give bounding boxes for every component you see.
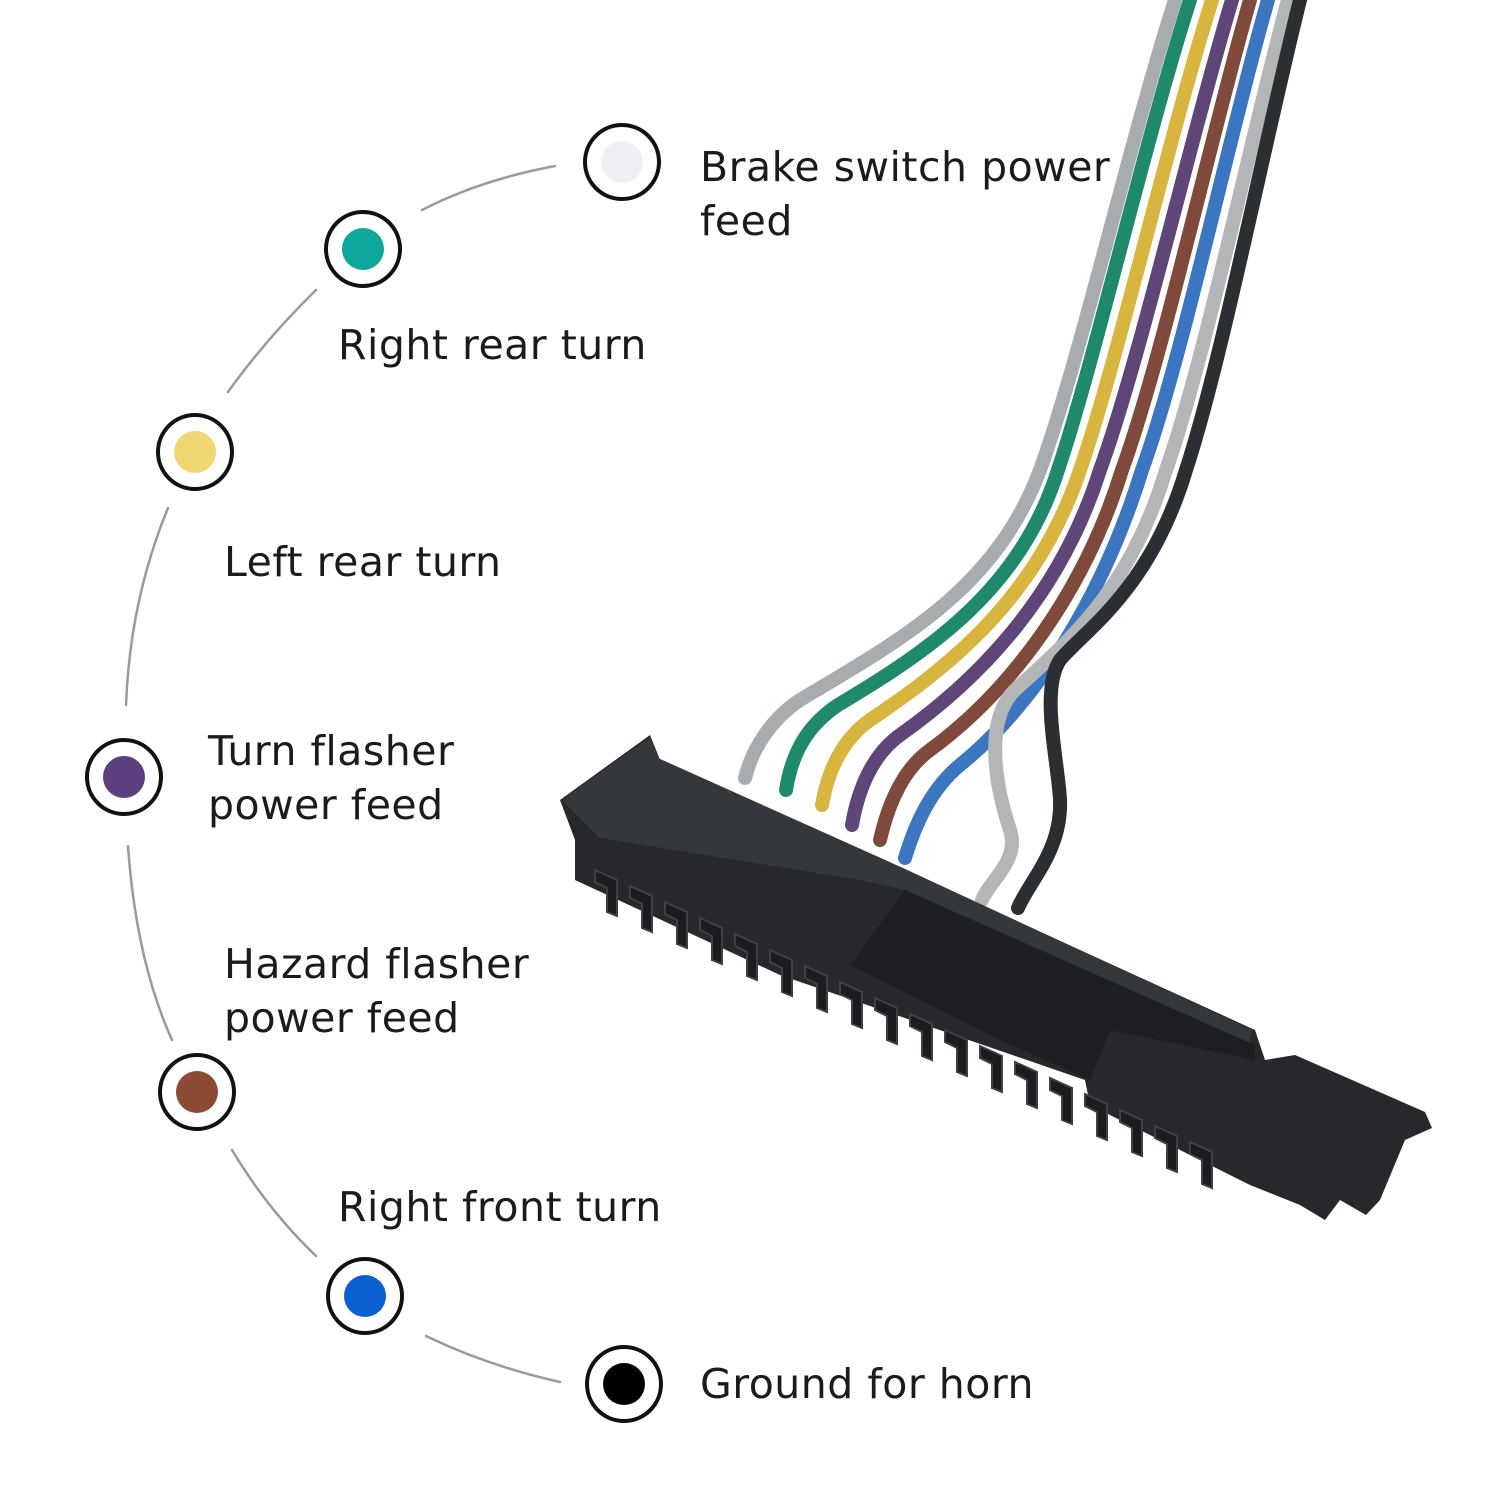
connector-pin	[1154, 1124, 1178, 1174]
swatch-fill	[344, 1275, 386, 1317]
wire-brown	[873, 0, 1257, 847]
arc-segment	[226, 288, 318, 394]
legend-arc	[124, 164, 562, 1384]
connector-pin	[874, 996, 898, 1046]
connector-pin	[769, 948, 793, 998]
legend-label-line1: Brake switch power	[700, 143, 1111, 191]
legend-label-line1: Turn flasher	[208, 727, 455, 775]
legend-label: Left rear turn	[224, 535, 502, 589]
swatch-fill	[601, 141, 643, 183]
legend-label-line2: power feed	[224, 994, 460, 1042]
legend-label-line1: Right front turn	[338, 1183, 662, 1231]
connector-pin	[1084, 1092, 1108, 1142]
wire-light-gray	[975, 0, 1295, 907]
connector-pin	[804, 964, 828, 1014]
wire-purple	[845, 0, 1239, 832]
connector-body	[560, 735, 1432, 1220]
blue-wire-swatch-icon	[326, 1257, 404, 1335]
connector-pin	[909, 1012, 933, 1062]
connector-pin	[1014, 1060, 1038, 1110]
connector-pin	[1119, 1108, 1143, 1158]
swatch-fill	[176, 1071, 218, 1113]
brown-wire-swatch-icon	[158, 1053, 236, 1131]
connector-pins	[594, 868, 1213, 1190]
connector-pin	[629, 884, 653, 934]
swatch-fill	[603, 1363, 645, 1405]
legend-label-line1: Hazard flasher	[224, 940, 530, 988]
swatch-fill	[174, 431, 216, 473]
connector-pin	[699, 916, 723, 966]
connector-pin	[979, 1044, 1003, 1094]
wire-yellow	[815, 0, 1219, 812]
wire-gray	[738, 0, 1182, 785]
yellow-wire-swatch-icon	[156, 413, 234, 491]
arc-segment	[230, 1148, 318, 1258]
connector-pin	[1189, 1140, 1213, 1190]
arc-segment	[420, 164, 557, 212]
legend-label-line2: feed	[700, 197, 793, 245]
legend-label: Ground for horn	[700, 1357, 1034, 1411]
wire-green	[779, 0, 1197, 797]
connector-pin	[1049, 1076, 1073, 1126]
swatch-fill	[103, 756, 145, 798]
legend-label-line1: Left rear turn	[224, 538, 502, 586]
legend-label-line1: Ground for horn	[700, 1360, 1034, 1408]
legend-label-line2: power feed	[208, 781, 444, 829]
connector-pin	[664, 900, 688, 950]
legend-label: Hazard flasher power feed	[224, 937, 529, 1045]
wire-blue	[898, 0, 1275, 865]
swatch-fill	[342, 228, 384, 270]
purple-wire-swatch-icon	[85, 738, 163, 816]
arc-segment	[424, 1334, 562, 1384]
wire-bundle	[738, 0, 1307, 915]
connector-pin	[734, 932, 758, 982]
legend-label: Right front turn	[338, 1180, 662, 1234]
teal-wire-swatch-icon	[324, 210, 402, 288]
legend-label: Brake switch power feed	[700, 140, 1110, 248]
arc-segment	[126, 844, 174, 1042]
arc-segment	[124, 506, 170, 707]
connector-pin	[839, 980, 863, 1030]
connector-mid-ledge	[850, 890, 1255, 1080]
legend-label: Turn flasher power feed	[208, 724, 454, 832]
wire-black	[1011, 0, 1307, 915]
legend-label-line1: Right rear turn	[338, 321, 647, 369]
black-wire-swatch-icon	[585, 1345, 663, 1423]
connector-pin	[944, 1028, 968, 1078]
legend-label: Right rear turn	[338, 318, 647, 372]
white-wire-swatch-icon	[583, 123, 661, 201]
connector-pin	[594, 868, 618, 918]
